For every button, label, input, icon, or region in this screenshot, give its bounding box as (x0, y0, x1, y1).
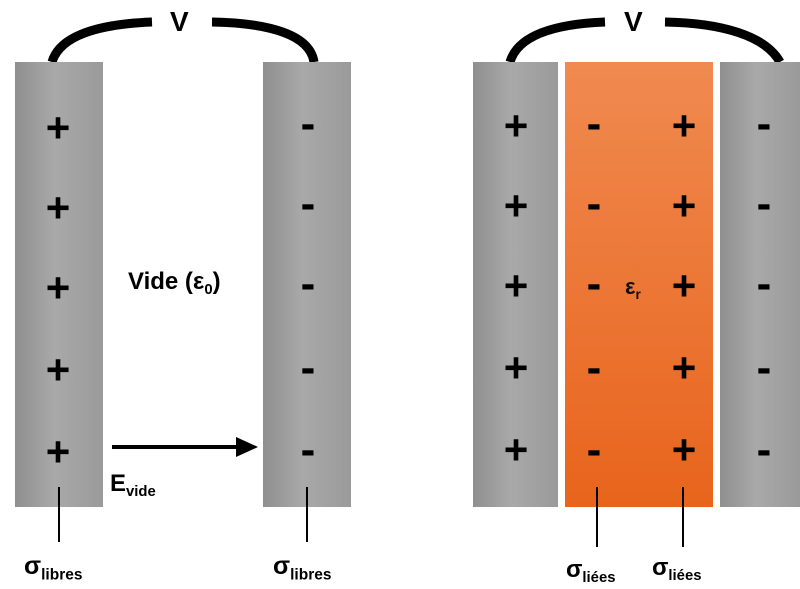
vacuum-label: Vide (ε0) (128, 268, 221, 298)
sign-minus: - (300, 259, 316, 308)
sign-minus: - (756, 259, 772, 308)
sign-plus: + (45, 264, 71, 311)
sign-plus: + (503, 262, 529, 309)
sign-plus: + (503, 182, 529, 229)
right-cap-charge-line-left (596, 487, 598, 547)
sign-plus: + (503, 344, 529, 391)
left-cap-charge-line-left (58, 487, 60, 542)
right-cap-charge-label-right: σliées (652, 554, 702, 584)
sigma-subscript: liées (582, 570, 616, 587)
right-wire-left (505, 17, 606, 64)
sign-plus: + (671, 262, 697, 309)
sign-minus: - (756, 99, 772, 148)
left-cap-charge-line-right (306, 487, 308, 542)
sign-plus: + (671, 344, 697, 391)
sigma-subscript: libres (41, 566, 83, 584)
sigma-subscript: libres (290, 566, 332, 584)
field-symbol: E (110, 470, 127, 497)
vacuum-epsilon-sub: 0 (204, 282, 213, 299)
sign-plus: + (45, 346, 71, 393)
left-cap-positive-plate (15, 62, 103, 507)
vacuum-epsilon: ε (192, 268, 205, 295)
vacuum-label-text: Vide ( (128, 268, 193, 295)
sign-minus: - (300, 99, 316, 148)
right-cap-charge-line-right (682, 487, 684, 547)
sign-plus: + (503, 426, 529, 473)
epsilon-subscript: r (635, 286, 641, 302)
sigma-symbol: σ (24, 552, 42, 580)
sign-minus: - (586, 259, 602, 308)
right-wire-right (664, 17, 784, 65)
sigma-symbol: σ (652, 554, 669, 581)
sign-minus: - (586, 99, 602, 148)
sign-minus: - (756, 425, 772, 474)
sign-plus: + (671, 102, 697, 149)
vacuum-label-close: ) (212, 268, 221, 295)
sign-minus: - (586, 343, 602, 392)
left-cap-charge-label-right: σlibres (273, 552, 331, 584)
sign-minus: - (300, 179, 316, 228)
sign-minus: - (756, 343, 772, 392)
voltage-label-left: V (170, 6, 189, 37)
field-label: Evide (110, 470, 156, 500)
epsilon-symbol: ε (625, 274, 636, 299)
right-cap-positive-plate (473, 62, 558, 507)
right-cap-negative-plate (720, 62, 800, 507)
sign-plus: + (45, 184, 71, 231)
sign-plus: + (671, 182, 697, 229)
voltage-label-right: V (624, 6, 643, 37)
left-cap-negative-plate (263, 62, 351, 507)
field-arrow-head (236, 437, 258, 457)
sign-plus: + (45, 104, 71, 151)
sign-minus: - (586, 425, 602, 474)
sign-minus: - (300, 343, 316, 392)
sigma-subscript: liées (668, 568, 702, 585)
left-wire-left (47, 17, 153, 64)
sigma-symbol: σ (566, 556, 583, 583)
sigma-symbol: σ (273, 552, 291, 580)
dielectric-slab (565, 62, 713, 507)
sign-plus: + (671, 426, 697, 473)
dielectric-permittivity-label: εr (625, 274, 641, 302)
left-wire-right (211, 17, 319, 64)
sign-minus: - (756, 179, 772, 228)
field-subscript: vide (126, 484, 156, 501)
right-cap-charge-label-left: σliées (566, 556, 616, 586)
left-cap-charge-label-left: σlibres (24, 552, 82, 584)
sign-minus: - (300, 425, 316, 474)
sign-plus: + (503, 102, 529, 149)
sign-plus: + (45, 428, 71, 475)
sign-minus: - (586, 179, 602, 228)
